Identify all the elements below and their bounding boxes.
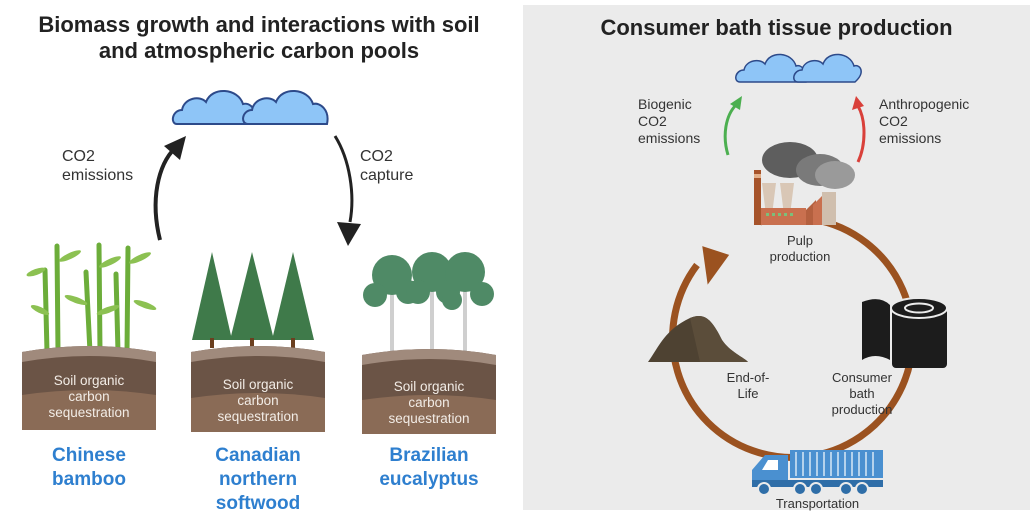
species-canadian-softwood: Canadian northern softwood (191, 444, 325, 516)
label-line: End-of- (726, 370, 770, 385)
label-line: CO2 (879, 113, 908, 129)
species-line: bamboo (52, 469, 126, 490)
eucalyptus-icon (363, 252, 494, 355)
factory-icon (754, 142, 855, 225)
soil-line: sequestration (217, 409, 299, 424)
soil-block-eucalyptus (362, 349, 496, 434)
label-line: Transportation (775, 496, 860, 511)
soil-line: Soil organic (53, 373, 125, 388)
label-line: production (769, 249, 831, 264)
label-line: bath (849, 386, 875, 401)
truck-icon (752, 450, 883, 496)
species-line: northern (218, 469, 298, 490)
soil-label-bamboo: Soil organic carbon sequestration (22, 373, 156, 421)
species-line: softwood (215, 493, 301, 514)
left-title-line1: Biomass growth and interactions with soi… (38, 12, 480, 37)
left-panel-title: Biomass growth and interactions with soi… (0, 12, 518, 64)
stage-pulp-production: Pulp production (760, 233, 840, 265)
co2-emissions-label: CO2 emissions (62, 147, 133, 185)
left-diagram (22, 90, 496, 434)
lifecycle-arrow-icon (669, 214, 917, 461)
soil-line: carbon (237, 393, 279, 408)
right-panel (523, 5, 1030, 510)
species-brazilian-eucalyptus: Brazilian eucalyptus (362, 444, 496, 492)
label-line: CO2 (638, 113, 667, 129)
soil-line: carbon (408, 395, 450, 410)
label-line: emissions (638, 130, 701, 146)
stage-end-of-life: End-of- Life (718, 370, 778, 402)
left-title-line2: and atmospheric carbon pools (98, 38, 420, 63)
species-line: eucalyptus (379, 469, 479, 490)
co2-capture-label: CO2 capture (360, 147, 413, 185)
anthropogenic-emissions-label: Anthropogenic CO2 emissions (879, 96, 969, 147)
biogenic-arrow-icon (723, 96, 742, 156)
label-line: emissions (879, 130, 942, 146)
capture-arrow-icon (333, 135, 361, 246)
conifer-icon (192, 252, 314, 348)
label-line: Consumer (832, 370, 892, 385)
capture-label-line2: capture (360, 167, 414, 184)
soil-line: sequestration (388, 411, 470, 426)
soil-label-eucalyptus: Soil organic carbon sequestration (362, 379, 496, 427)
label-line: Anthropogenic (879, 96, 970, 112)
soil-block-softwood (191, 346, 325, 432)
emissions-arrow-icon (153, 136, 186, 241)
soil-line: Soil organic (222, 377, 294, 392)
anthropogenic-arrow-icon (852, 96, 866, 163)
compost-pile-icon (648, 316, 748, 362)
capture-label-line1: CO2 (360, 148, 393, 165)
emissions-label-line2: emissions (62, 167, 134, 184)
stage-consumer-bath-production: Consumer bath production (822, 370, 902, 418)
bamboo-icon (26, 242, 157, 355)
soil-block-bamboo (22, 346, 156, 430)
label-line: Pulp (786, 233, 814, 248)
species-line: Brazilian (389, 445, 469, 466)
species-line: Chinese (52, 445, 126, 466)
species-line: Canadian (215, 445, 301, 466)
soil-line: carbon (68, 389, 110, 404)
stage-transportation: Transportation (750, 496, 885, 512)
soil-label-softwood: Soil organic carbon sequestration (191, 377, 325, 425)
tissue-roll-icon (862, 297, 948, 368)
atmosphere-cloud-icon (171, 90, 329, 125)
species-chinese-bamboo: Chinese bamboo (22, 444, 156, 492)
label-line: Life (737, 386, 759, 401)
right-panel-title: Consumer bath tissue production (600, 15, 953, 40)
label-line: Biogenic (638, 96, 692, 112)
label-line: production (831, 402, 893, 417)
soil-line: sequestration (48, 405, 130, 420)
emissions-label-line1: CO2 (62, 148, 95, 165)
biogenic-emissions-label: Biogenic CO2 emissions (638, 96, 700, 147)
soil-line: Soil organic (393, 379, 465, 394)
atmosphere-cloud-icon (735, 53, 862, 83)
